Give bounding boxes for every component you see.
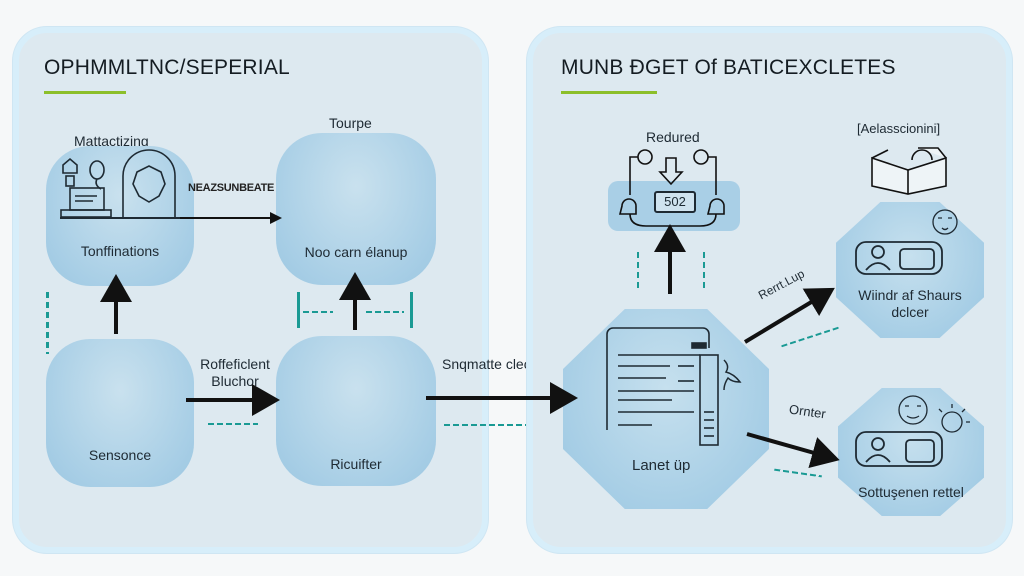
node-ricuifter[interactable]: Ricuifter bbox=[276, 336, 436, 486]
dashed-connector bbox=[297, 292, 300, 328]
caption-aelasscionini: [Aelasscionini] bbox=[857, 121, 941, 136]
dashed-connector bbox=[703, 252, 705, 290]
label-line: Wiindr af Shaurs bbox=[858, 287, 962, 303]
node-label-lanet-up: Lanet üp bbox=[632, 457, 691, 474]
node-label: Noo carn élanup bbox=[304, 244, 408, 260]
node-label: Tonffinations bbox=[80, 243, 160, 259]
edge-label-neazsunbeate: NEAZSUNBEATE bbox=[188, 182, 275, 194]
node-label-sottusenen-rettel: Sottuşenen rettel bbox=[858, 484, 964, 500]
dashed-connector bbox=[303, 311, 333, 313]
label-line: dclcer bbox=[891, 304, 929, 320]
dashed-connector bbox=[208, 423, 258, 425]
dashed-connector bbox=[366, 311, 404, 313]
caption-mattactizing: Mattactizing bbox=[74, 133, 149, 149]
node-sensonce[interactable]: Sensonce bbox=[46, 339, 194, 487]
node-transformations[interactable]: Tonffinations bbox=[46, 146, 194, 286]
right-panel-title: MUNB ÐGET Of BATICEXCLETES bbox=[561, 56, 896, 79]
dashed-connector bbox=[444, 424, 574, 426]
dashed-connector bbox=[637, 252, 639, 290]
redured-value-display: 502 bbox=[654, 191, 696, 213]
caption-tourpe: Tourpe bbox=[329, 115, 372, 131]
node-label-windr-shaurs: Wiindr af Shaurs dclcer bbox=[836, 287, 984, 321]
caption-redured: Redured bbox=[646, 129, 700, 145]
dashed-connector bbox=[46, 292, 49, 354]
node-lanet-up[interactable] bbox=[563, 309, 769, 509]
edge-label-snqmatte-clector: Snqmatte clector bbox=[442, 356, 548, 372]
node-label: Ricuifter bbox=[330, 456, 382, 472]
right-title-underline bbox=[561, 91, 657, 94]
node-no-cars-cleanup[interactable]: Noo carn élanup bbox=[276, 133, 436, 285]
left-title-underline bbox=[44, 91, 126, 94]
left-panel-title: OPHMMLTNC/SEPERIAL bbox=[44, 56, 290, 79]
dashed-connector bbox=[410, 292, 413, 328]
node-label: Sensonce bbox=[88, 447, 152, 463]
